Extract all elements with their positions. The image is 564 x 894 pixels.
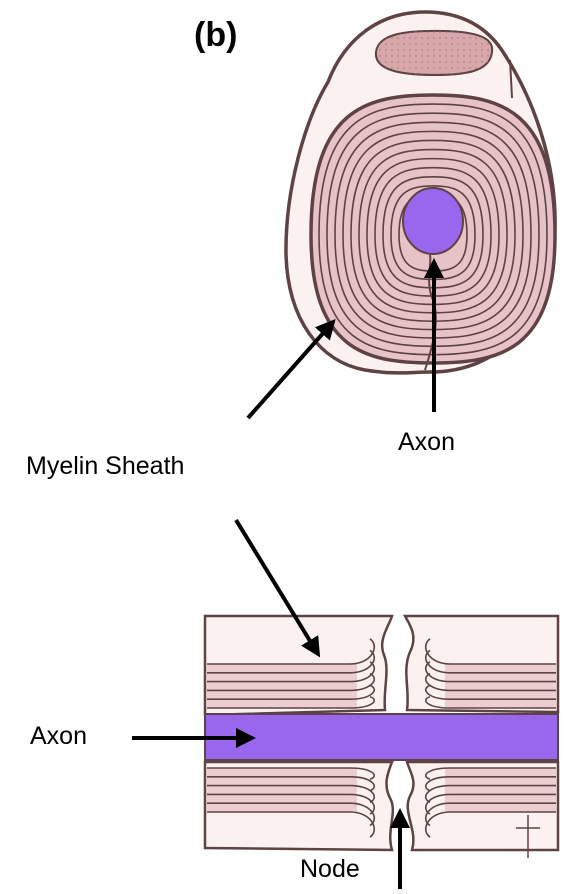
myelin-wrap-fill xyxy=(445,664,556,708)
axon-longitudinal xyxy=(205,714,558,760)
axon-cross-section xyxy=(403,188,463,254)
axon-cross-section-label: Axon xyxy=(398,428,455,457)
longitudinal-section xyxy=(205,616,558,858)
myelin-wrap-fill xyxy=(207,664,357,708)
myelin-wrap-fill xyxy=(445,768,556,812)
myelin-arrow-upper xyxy=(248,322,333,418)
myelin-sheath-label: Myelin Sheath xyxy=(26,452,184,481)
node-label: Node xyxy=(300,855,360,884)
myelin-wrap-fill xyxy=(207,768,357,812)
cross-section xyxy=(286,12,555,373)
axon-longitudinal-label: Axon xyxy=(30,722,87,751)
panel-label: (b) xyxy=(194,16,237,55)
